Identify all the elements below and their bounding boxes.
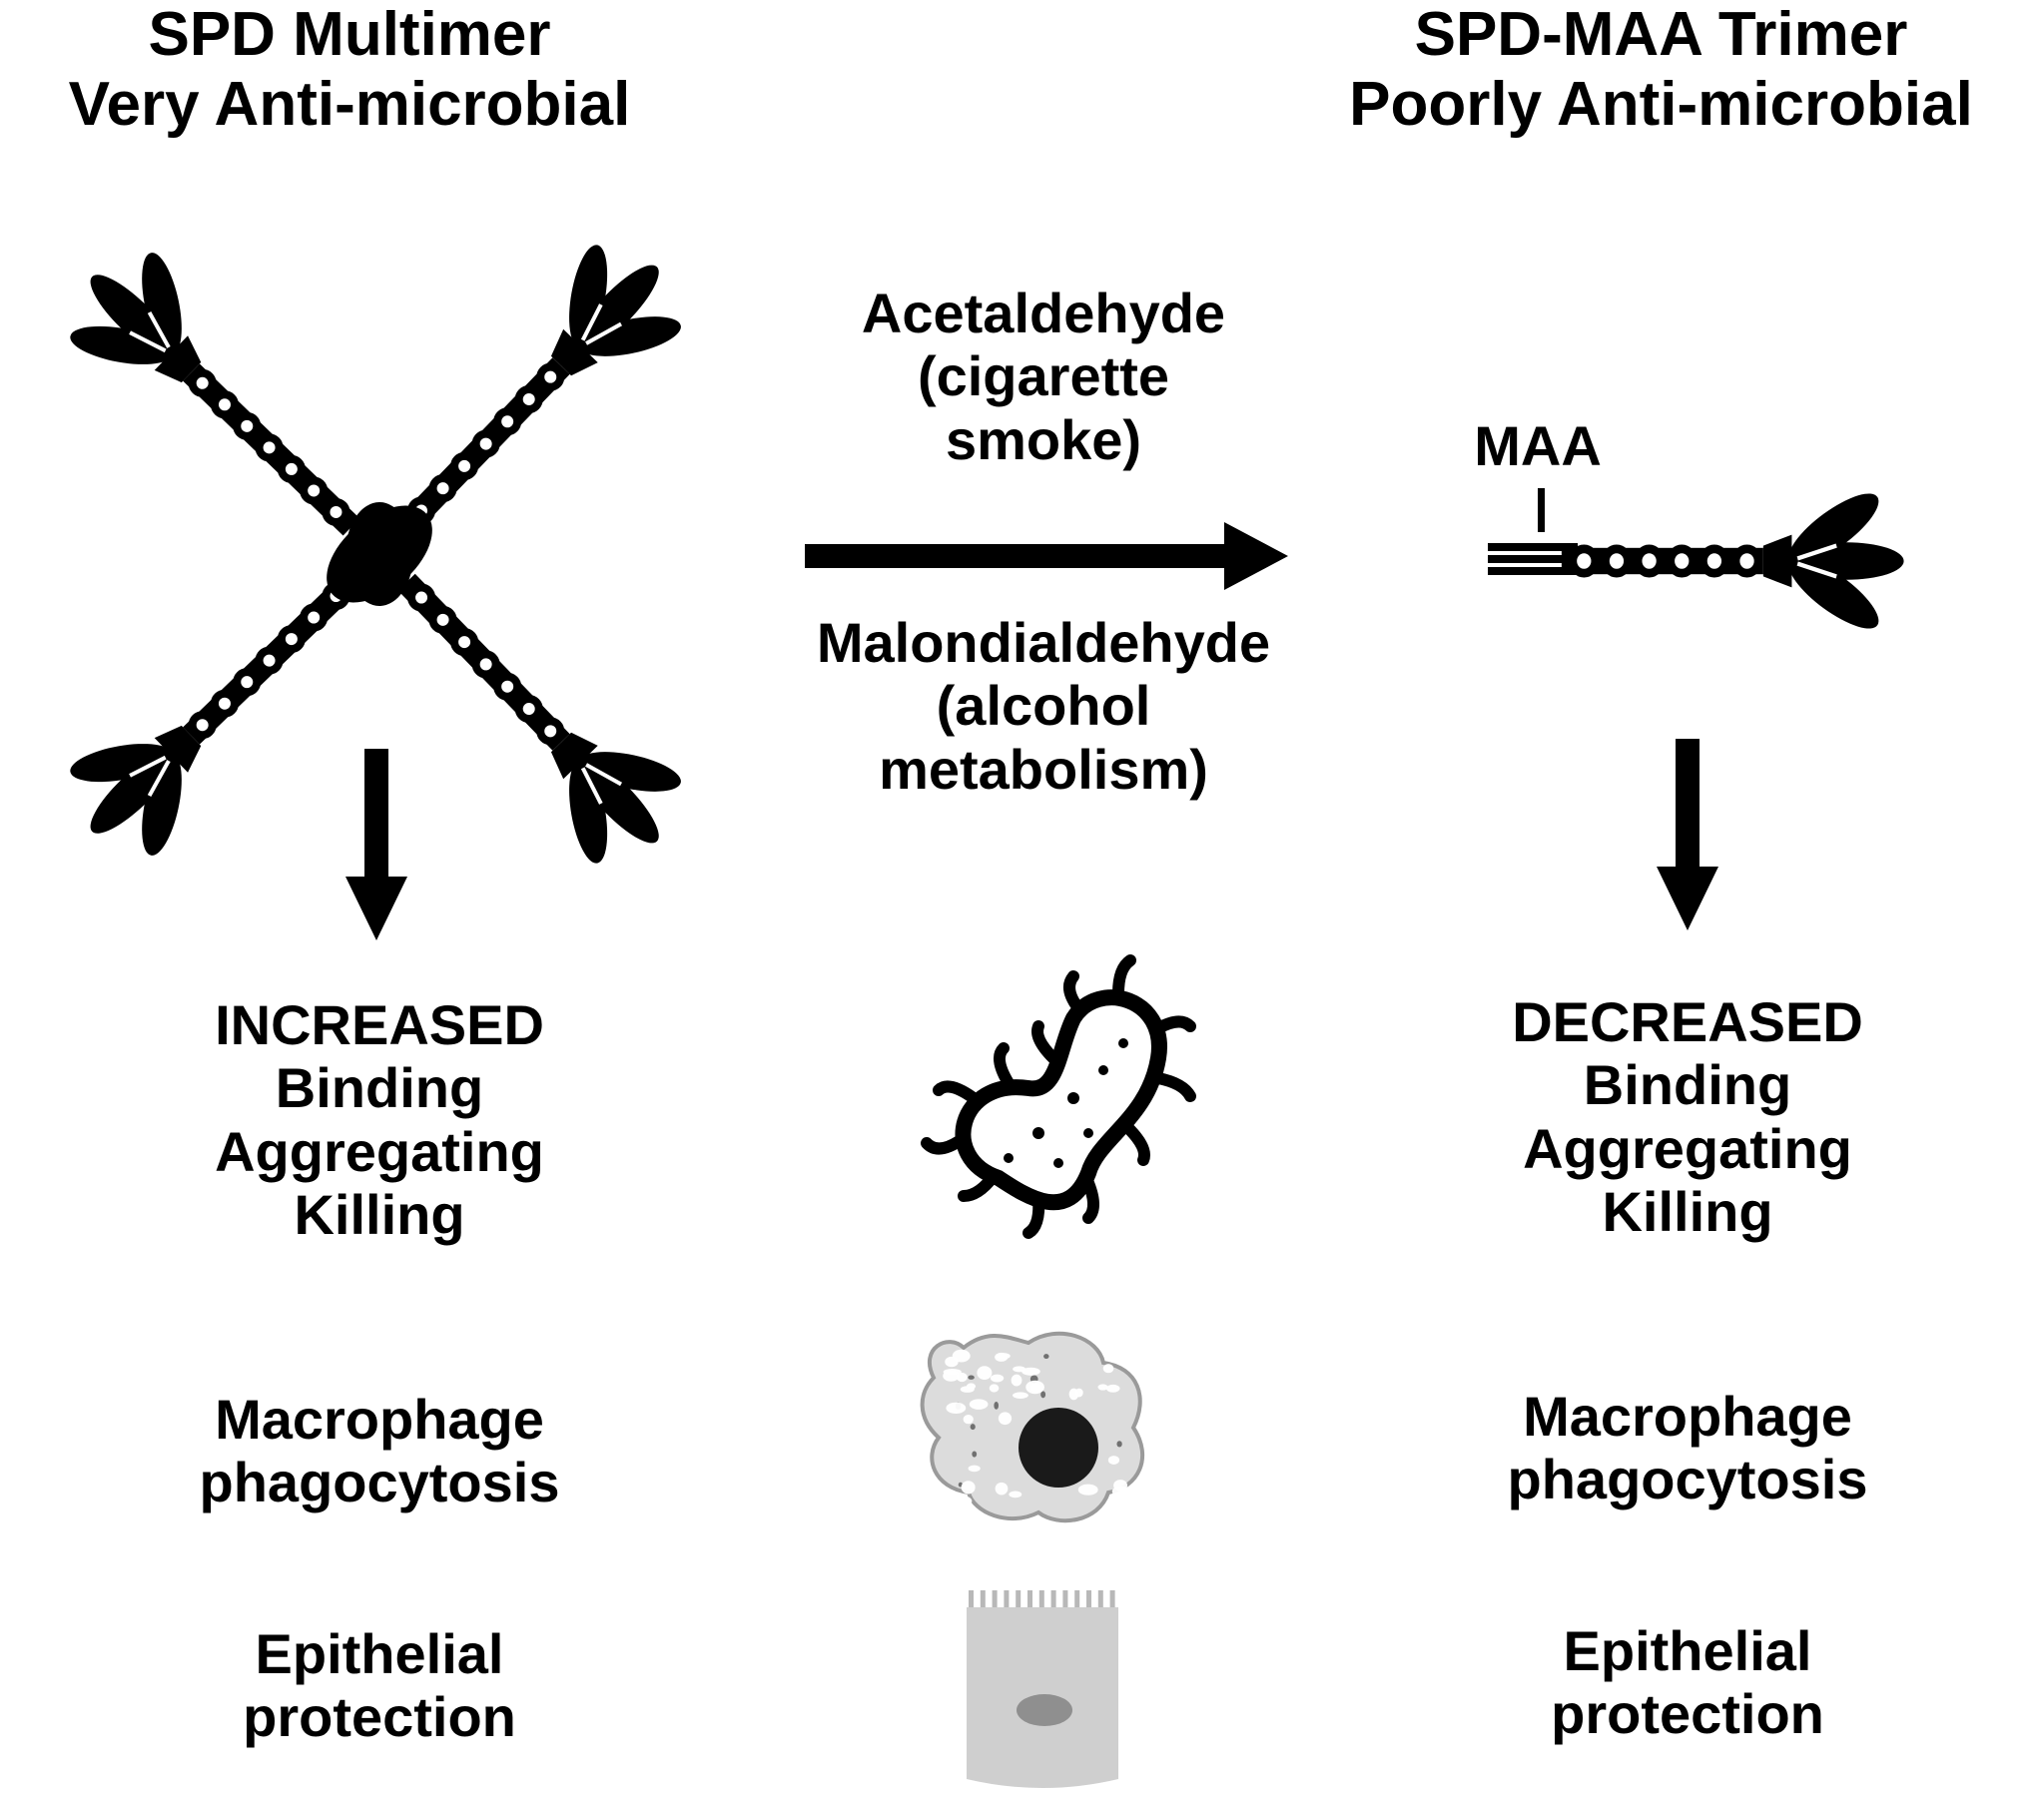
right-title-line-1: SPD-MAA Trimer — [1414, 0, 1908, 69]
malondialdehyde-source-2: metabolism) — [879, 737, 1208, 801]
epithelial-cell-icon — [967, 1590, 1118, 1788]
left-epithelial-line-1: Epithelial — [255, 1622, 504, 1685]
right-epithelial-line-1: Epithelial — [1563, 1619, 1812, 1682]
spd-multimer-icon — [70, 245, 681, 864]
left-effects-group-3: Epithelial protection — [180, 1622, 579, 1749]
left-effects-group-1: INCREASED Binding Aggregating Killing — [180, 993, 579, 1246]
right-down-arrow — [1657, 739, 1718, 930]
left-title: SPD Multimer Very Anti-microbial — [0, 0, 699, 140]
left-effect-killing: Killing — [294, 1182, 465, 1246]
macrophage-icon — [920, 1331, 1144, 1523]
right-effect-binding: Binding — [1583, 1053, 1792, 1117]
left-effect-heading: INCREASED — [215, 993, 544, 1056]
acetaldehyde-label: Acetaldehyde — [861, 282, 1226, 344]
left-title-line-1: SPD Multimer — [148, 0, 551, 69]
maa-label: MAA — [1474, 414, 1602, 477]
left-macrophage-line-1: Macrophage — [215, 1388, 544, 1451]
right-effects-group-3: Epithelial protection — [1488, 1619, 1887, 1746]
acetaldehyde-source-1: (cigarette — [917, 344, 1170, 408]
right-title: SPD-MAA Trimer Poorly Anti-microbial — [1278, 0, 2044, 140]
right-effect-killing: Killing — [1602, 1179, 1773, 1243]
left-title-line-2: Very Anti-microbial — [68, 70, 631, 140]
right-title-line-2: Poorly Anti-microbial — [1349, 70, 1973, 140]
spd-maa-trimer-icon — [1488, 488, 1904, 629]
right-macrophage-line-2: phagocytosis — [1507, 1448, 1868, 1511]
left-effect-binding: Binding — [275, 1056, 484, 1120]
right-epithelial-line-2: protection — [1551, 1682, 1824, 1746]
malondialdehyde-source-1: (alcohol — [936, 674, 1151, 738]
right-macrophage-line-1: Macrophage — [1523, 1385, 1852, 1448]
left-epithelial-line-2: protection — [243, 1685, 516, 1749]
left-macrophage-line-2: phagocytosis — [199, 1451, 560, 1514]
reactants-above-arrow: Acetaldehyde (cigarette smoke) — [739, 282, 1348, 471]
right-effect-heading: DECREASED — [1512, 990, 1863, 1053]
left-effects-group-2: Macrophage phagocytosis — [130, 1388, 629, 1514]
right-effect-aggregating: Aggregating — [1523, 1116, 1852, 1180]
left-effect-aggregating: Aggregating — [215, 1119, 544, 1183]
left-down-arrow — [345, 749, 407, 940]
reactants-below-arrow: Malondialdehyde (alcohol metabolism) — [739, 611, 1348, 801]
bacterium-icon — [921, 954, 1196, 1239]
conversion-arrow — [805, 522, 1288, 590]
right-effects-group-2: Macrophage phagocytosis — [1438, 1385, 1937, 1511]
right-effects-group-1: DECREASED Binding Aggregating Killing — [1468, 990, 1907, 1243]
acetaldehyde-source-2: smoke) — [945, 407, 1142, 471]
malondialdehyde-label: Malondialdehyde — [816, 611, 1271, 674]
